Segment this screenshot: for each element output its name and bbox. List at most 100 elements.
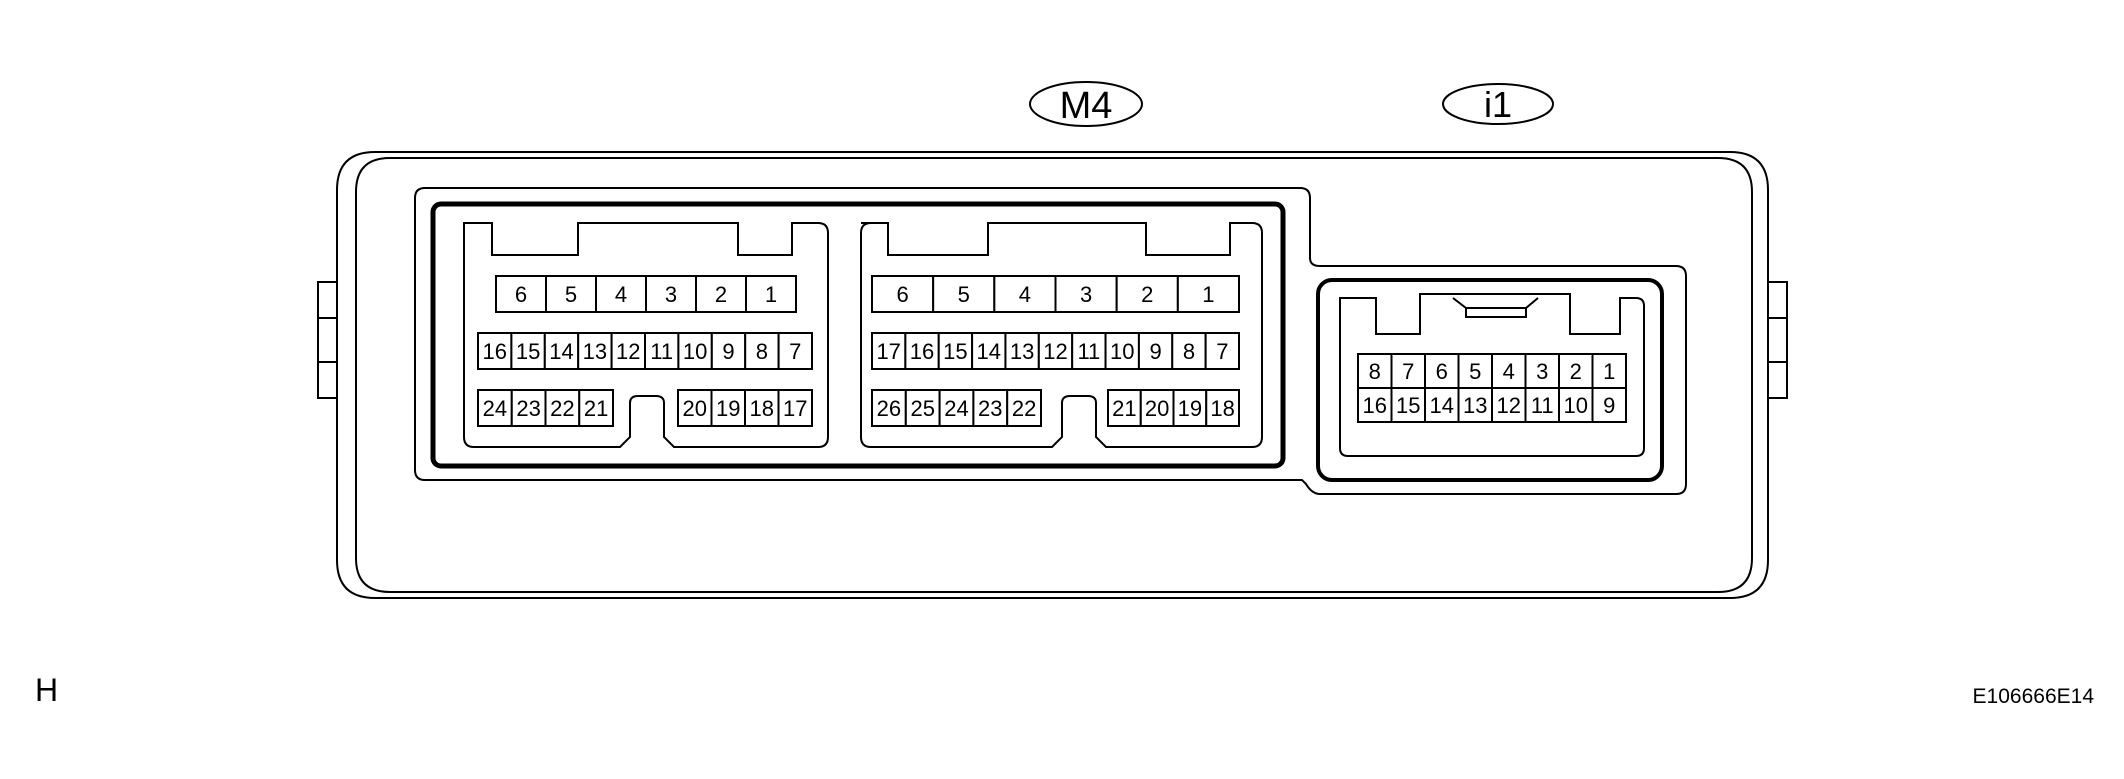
svg-text:1: 1 — [765, 282, 777, 307]
svg-text:6: 6 — [1436, 359, 1448, 384]
m4-left-pin-20: 20 — [677, 389, 713, 427]
svg-text:15: 15 — [943, 339, 967, 364]
svg-text:17: 17 — [783, 396, 807, 421]
i1-label-oval — [1442, 83, 1554, 125]
i1-pin-6: 6 — [1424, 353, 1460, 389]
left-side-tab — [317, 281, 337, 399]
svg-text:11: 11 — [650, 339, 673, 364]
svg-text:8: 8 — [756, 339, 768, 364]
svg-text:12: 12 — [1043, 339, 1067, 364]
i1-pin-15: 15 — [1390, 387, 1426, 423]
m4-left-pin-4: 4 — [595, 275, 647, 313]
svg-text:21: 21 — [1112, 396, 1136, 421]
m4-left-pin-16: 16 — [477, 332, 513, 370]
m4-right-pin-1: 1 — [1176, 275, 1241, 313]
svg-text:11: 11 — [1077, 339, 1100, 364]
svg-text:20: 20 — [1145, 396, 1169, 421]
svg-text:8: 8 — [1369, 359, 1381, 384]
svg-text:14: 14 — [549, 339, 573, 364]
m4-right-pin-8: 8 — [1171, 332, 1207, 370]
svg-text:1: 1 — [1603, 359, 1615, 384]
m4-right-pin-18: 18 — [1205, 389, 1240, 427]
m4-left-pin-22: 22 — [544, 389, 581, 427]
m4-left-pin-19: 19 — [710, 389, 746, 427]
m4-right-pin-9: 9 — [1137, 332, 1174, 370]
m4-left-pin-13: 13 — [577, 332, 613, 370]
svg-text:8: 8 — [1183, 339, 1195, 364]
m4-left-pin-6: 6 — [495, 275, 547, 313]
i1-pin-3: 3 — [1524, 353, 1560, 389]
m4-right-pin-20: 20 — [1139, 389, 1175, 427]
svg-text:18: 18 — [750, 396, 774, 421]
svg-text:22: 22 — [550, 396, 574, 421]
svg-text:7: 7 — [1216, 339, 1228, 364]
m4-left-pin-1: 1 — [745, 275, 797, 313]
m4-left-pin-18: 18 — [744, 389, 780, 427]
m4-left-block-outline — [463, 222, 829, 448]
svg-text:5: 5 — [958, 282, 970, 307]
m4-left-pin-7: 7 — [777, 332, 813, 370]
m4-label: M4 — [1060, 85, 1113, 127]
m4-left-pin-10: 10 — [677, 332, 713, 370]
m4-left-pin-12: 12 — [610, 332, 646, 370]
svg-text:5: 5 — [1469, 359, 1481, 384]
svg-text:24: 24 — [944, 396, 968, 421]
housing-outer — [336, 151, 1769, 599]
i1-pin-9: 9 — [1591, 387, 1627, 423]
svg-text:3: 3 — [1536, 359, 1548, 384]
m4-right-pin-4: 4 — [993, 275, 1057, 313]
svg-text:18: 18 — [1210, 396, 1234, 421]
m4-right-pin-22: 22 — [1006, 389, 1043, 427]
svg-text:21: 21 — [584, 396, 608, 421]
i1-pin-14: 14 — [1424, 387, 1460, 423]
m4-right-pin-13: 13 — [1004, 332, 1040, 370]
m4-right-pin-5: 5 — [932, 275, 996, 313]
svg-text:12: 12 — [1497, 393, 1521, 418]
m4-left-pin-17: 17 — [777, 389, 813, 427]
svg-text:13: 13 — [583, 339, 607, 364]
m4-left-pin-5: 5 — [545, 275, 597, 313]
m4-right-pin-7: 7 — [1204, 332, 1240, 370]
svg-text:4: 4 — [1503, 359, 1515, 384]
i1-pin-10: 10 — [1558, 387, 1594, 423]
corner-letter: H — [35, 672, 59, 708]
svg-text:1: 1 — [1202, 282, 1214, 307]
svg-text:15: 15 — [1396, 393, 1420, 418]
figure-code: E106666E14 — [1972, 685, 2094, 708]
svg-text:10: 10 — [683, 339, 707, 364]
i1-connector-body — [1316, 278, 1664, 482]
i1-pin-1: 1 — [1591, 353, 1627, 389]
m4-left-pin-23: 23 — [510, 389, 547, 427]
svg-text:16: 16 — [482, 339, 506, 364]
svg-text:13: 13 — [1010, 339, 1034, 364]
svg-text:12: 12 — [616, 339, 640, 364]
i1-pin-8: 8 — [1357, 353, 1393, 389]
m4-left-pin-14: 14 — [543, 332, 580, 370]
m4-label-oval — [1029, 81, 1143, 127]
svg-text:9: 9 — [722, 339, 734, 364]
i1-pin-4: 4 — [1491, 353, 1527, 389]
i1-pin-12: 12 — [1491, 387, 1527, 423]
svg-text:22: 22 — [1012, 396, 1036, 421]
right-side-tab — [1768, 281, 1788, 399]
m4-right-pin-6: 6 — [871, 275, 935, 313]
m4-right-block-outline — [860, 222, 1263, 448]
m4-right-pin-19: 19 — [1172, 389, 1208, 427]
i1-pin-7: 7 — [1390, 353, 1426, 389]
svg-text:9: 9 — [1149, 339, 1161, 364]
m4-right-pin-2: 2 — [1115, 275, 1179, 313]
svg-text:16: 16 — [910, 339, 934, 364]
m4-left-pin-15: 15 — [510, 332, 546, 370]
i1-pin-2: 2 — [1558, 353, 1594, 389]
m4-left-pin-3: 3 — [645, 275, 697, 313]
m4-left-pin-2: 2 — [695, 275, 747, 313]
i1-pin-5: 5 — [1457, 353, 1493, 389]
svg-text:24: 24 — [483, 396, 507, 421]
svg-text:3: 3 — [665, 282, 677, 307]
svg-text:7: 7 — [789, 339, 801, 364]
m4-right-pin-3: 3 — [1054, 275, 1118, 313]
connector-plate — [414, 187, 1687, 495]
m4-right-pin-16: 16 — [904, 332, 940, 370]
